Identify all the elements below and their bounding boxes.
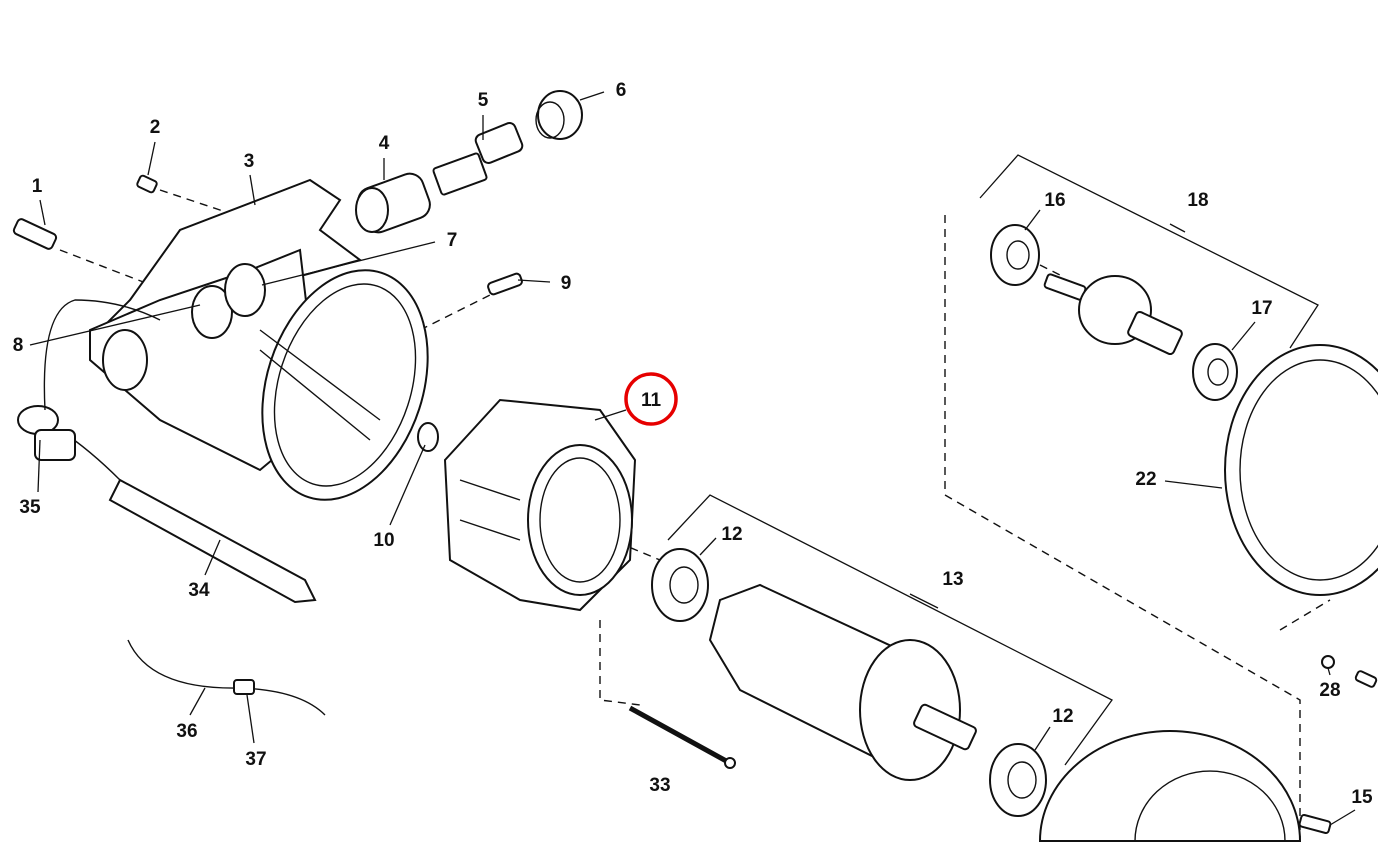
part-33-through-bolt[interactable] bbox=[628, 705, 736, 769]
part-9-screw[interactable] bbox=[487, 272, 523, 296]
label-13[interactable]: 13 bbox=[942, 569, 963, 590]
label-22[interactable]: 22 bbox=[1135, 469, 1156, 490]
label-8[interactable]: 8 bbox=[13, 335, 24, 356]
part-18-gear-shaft[interactable] bbox=[1043, 273, 1183, 356]
part-3-motor-housing[interactable] bbox=[89, 178, 456, 521]
part-28-screw[interactable] bbox=[1321, 655, 1378, 688]
bracket-18 bbox=[979, 154, 1319, 349]
part-36-wire[interactable] bbox=[127, 639, 326, 716]
label-36[interactable]: 36 bbox=[176, 721, 197, 742]
leader-lines bbox=[29, 91, 1356, 826]
end-housing bbox=[1038, 730, 1302, 842]
part-16-bearing[interactable] bbox=[990, 224, 1040, 286]
label-9[interactable]: 9 bbox=[561, 273, 572, 294]
label-15[interactable]: 15 bbox=[1351, 787, 1373, 808]
part-11-stator[interactable] bbox=[443, 398, 637, 612]
label-33[interactable]: 33 bbox=[649, 775, 670, 796]
part-5-brush-spring[interactable] bbox=[432, 121, 524, 196]
label-10[interactable]: 10 bbox=[373, 530, 394, 551]
part-37-connector[interactable] bbox=[233, 679, 255, 695]
label-4[interactable]: 4 bbox=[379, 133, 390, 154]
label-16[interactable]: 16 bbox=[1044, 190, 1065, 211]
label-35[interactable]: 35 bbox=[19, 497, 41, 518]
label-17[interactable]: 17 bbox=[1251, 298, 1272, 319]
label-28[interactable]: 28 bbox=[1319, 680, 1340, 701]
part-17-bearing[interactable] bbox=[1192, 343, 1238, 401]
part-1-screw[interactable] bbox=[12, 218, 58, 250]
part-22-gear-housing[interactable] bbox=[1224, 344, 1378, 596]
part-12-bearing-front[interactable] bbox=[651, 548, 709, 622]
part-10-clip[interactable] bbox=[417, 422, 439, 452]
label-34[interactable]: 34 bbox=[188, 580, 210, 601]
part-labels: 1 2 3 4 5 6 7 8 9 10 11 12 12 13 15 16 1… bbox=[13, 80, 1373, 808]
label-37[interactable]: 37 bbox=[245, 749, 266, 770]
label-3[interactable]: 3 bbox=[244, 151, 255, 172]
part-12-bearing-rear[interactable] bbox=[989, 743, 1047, 817]
label-7[interactable]: 7 bbox=[447, 230, 458, 251]
part-4-brush-holder[interactable] bbox=[354, 170, 434, 236]
part-13-armature[interactable] bbox=[708, 583, 977, 781]
label-18[interactable]: 18 bbox=[1187, 190, 1208, 211]
label-2[interactable]: 2 bbox=[150, 117, 161, 138]
label-6[interactable]: 6 bbox=[616, 80, 627, 101]
label-12-front[interactable]: 12 bbox=[721, 524, 742, 545]
part-15-pin[interactable] bbox=[1298, 813, 1332, 835]
label-11[interactable]: 11 bbox=[641, 390, 662, 411]
part-6-cap[interactable] bbox=[535, 90, 583, 140]
label-12-rear[interactable]: 12 bbox=[1052, 706, 1073, 727]
label-5[interactable]: 5 bbox=[478, 90, 489, 111]
part-35-clamp[interactable] bbox=[17, 299, 161, 461]
part-2-setscrew[interactable] bbox=[136, 174, 158, 194]
bracket-13 bbox=[667, 494, 1113, 766]
highlight-circle-part-11 bbox=[624, 372, 678, 426]
label-1[interactable]: 1 bbox=[32, 176, 43, 197]
